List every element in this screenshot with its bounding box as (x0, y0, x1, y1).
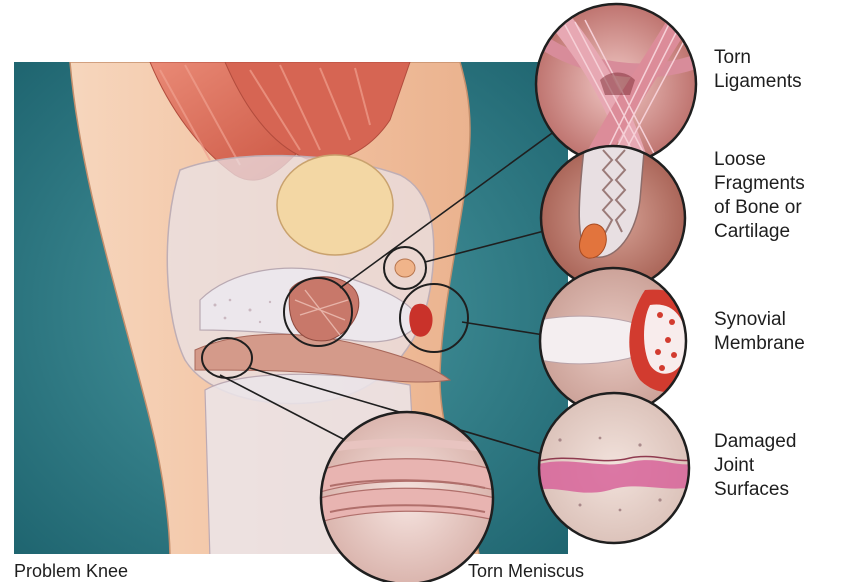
damaged-joint-surfaces-inset (535, 393, 700, 543)
label-synovial-membrane: Synovial Membrane (714, 308, 805, 356)
label-line: Cartilage (714, 220, 805, 244)
caption-problem-knee: Problem Knee (14, 560, 128, 582)
label-line: Joint (714, 454, 796, 478)
label-torn-ligaments: Torn Ligaments (714, 46, 802, 94)
torn-meniscus-inset (320, 412, 495, 582)
label-line: Damaged (714, 430, 796, 454)
label-damaged-joint-surfaces: Damaged Joint Surfaces (714, 430, 796, 502)
synovial-membrane-inset (540, 268, 703, 414)
label-line: Membrane (714, 332, 805, 356)
label-line: Loose (714, 148, 805, 172)
label-loose-fragments: Loose Fragments of Bone or Cartilage (714, 148, 805, 244)
label-line: Ligaments (714, 70, 802, 94)
label-line: Torn (714, 46, 802, 70)
label-line: Fragments (714, 172, 805, 196)
caption-torn-meniscus: Torn Meniscus (468, 560, 584, 582)
label-line: Surfaces (714, 478, 796, 502)
label-line: of Bone or (714, 196, 805, 220)
label-line: Synovial (714, 308, 805, 332)
